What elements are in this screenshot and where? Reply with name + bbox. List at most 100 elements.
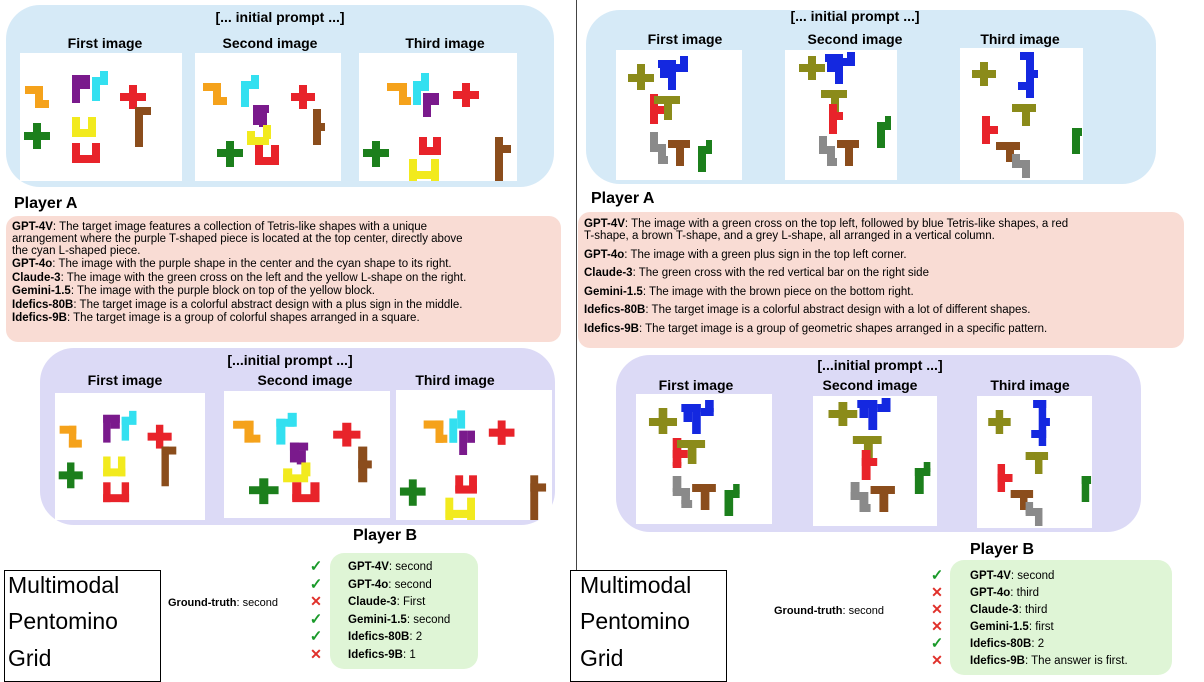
model-name: Claude-3 xyxy=(12,271,61,284)
left-bottom-image-2 xyxy=(224,391,390,518)
right-bottom-label-3: Third image xyxy=(990,377,1070,393)
left-top-image-3 xyxy=(359,53,517,181)
red-pentomino xyxy=(292,482,320,503)
answer-line: Claude-3: third xyxy=(970,604,1048,616)
purple-pentomino xyxy=(459,430,475,455)
right-bottom-image-3 xyxy=(977,396,1092,528)
red-pentomino xyxy=(147,424,172,449)
olive-pentomino xyxy=(821,90,847,112)
red-pentomino xyxy=(419,137,441,155)
blue-pentomino xyxy=(658,56,688,90)
orange-pentomino xyxy=(233,420,261,443)
model-name: GPT-4o xyxy=(12,258,53,271)
olive-pentomino xyxy=(972,62,996,86)
right-ground-truth: Ground-truth: second xyxy=(774,605,885,617)
red-pentomino xyxy=(997,464,1013,492)
left-bottom-image-3 xyxy=(396,390,552,520)
answer-line: Gemini-1.5: second xyxy=(348,613,451,626)
purple-pentomino xyxy=(289,442,309,465)
description-line: Gemini-1.5: The image with the purple bl… xyxy=(12,285,375,298)
yellow-pentomino xyxy=(409,159,439,181)
red-pentomino xyxy=(982,116,998,144)
description-line: T-shape, a brown T-shape, and a grey L-s… xyxy=(584,230,995,242)
olive-pentomino xyxy=(1012,104,1036,126)
grey-pentomino xyxy=(1025,502,1043,526)
left-top-label-1: First image xyxy=(67,35,143,51)
yellow-pentomino xyxy=(72,117,96,137)
cyan-pentomino xyxy=(121,410,137,441)
olive-pentomino xyxy=(648,408,678,434)
left-top-image-2 xyxy=(195,53,341,181)
olive-pentomino xyxy=(628,64,654,90)
left-top-label-2: Second image xyxy=(222,35,318,51)
green-pentomino xyxy=(24,123,50,149)
model-name: Idefics-9B xyxy=(12,312,67,324)
answer-line: GPT-4o: second xyxy=(348,578,432,591)
answer-line: Idefics-9B: 1 xyxy=(348,648,416,661)
left-bottom-prompt: [...initial prompt ...] xyxy=(227,352,353,368)
model-name: GPT-4V xyxy=(12,221,53,233)
brown-pentomino xyxy=(837,140,859,166)
right-bottom-label-1: First image xyxy=(658,377,734,393)
right-bottom-image-1 xyxy=(636,394,772,524)
red-pentomino xyxy=(333,422,361,447)
left-player-b-title: Player B xyxy=(353,527,418,544)
description-line: the cyan L-shaped piece. xyxy=(12,245,141,257)
green-pentomino xyxy=(399,479,426,506)
red-pentomino xyxy=(72,143,100,163)
answer-line: Claude-3: First xyxy=(348,596,426,608)
purple-pentomino xyxy=(423,93,439,117)
right-top-label-1: First image xyxy=(647,31,723,47)
right-bottom-label-2: Second image xyxy=(822,377,918,393)
check-icon: ✓ xyxy=(309,610,323,628)
red-pentomino xyxy=(672,438,688,468)
olive-pentomino xyxy=(988,410,1011,434)
right-bottom-prompt: [...initial prompt ...] xyxy=(817,357,943,373)
right-bottom-image-2 xyxy=(813,396,937,526)
answer-line: Gemini-1.5: first xyxy=(970,621,1054,633)
brown-pentomino xyxy=(313,109,325,145)
answer-line: Idefics-80B: 2 xyxy=(970,638,1045,650)
brown-pentomino xyxy=(495,137,511,181)
left-bottom-image-1 xyxy=(55,393,205,520)
blue-pentomino xyxy=(1031,400,1050,446)
red-pentomino xyxy=(455,475,477,494)
description-line: Gemini-1.5: The image with the brown pie… xyxy=(584,285,914,298)
left-bottom-label-3: Third image xyxy=(415,372,495,388)
right-top-label-3: Third image xyxy=(980,31,1060,47)
right-player-b-title: Player B xyxy=(970,541,1035,558)
cross-icon: ✕ xyxy=(931,601,943,617)
green-pentomino xyxy=(1072,128,1082,154)
grey-pentomino xyxy=(1012,154,1030,178)
left-bottom-label-1: First image xyxy=(87,372,163,388)
left-descriptions-box xyxy=(6,216,561,342)
yellow-pentomino xyxy=(247,125,271,145)
olive-pentomino xyxy=(1025,452,1049,474)
right-answers-box xyxy=(950,560,1172,675)
orange-pentomino xyxy=(203,83,227,105)
right-multimodal-box xyxy=(570,570,727,682)
red-pentomino xyxy=(650,94,664,124)
grey-pentomino xyxy=(672,476,693,508)
cyan-pentomino xyxy=(92,71,108,101)
green-pentomino xyxy=(1081,476,1092,502)
purple-pentomino xyxy=(253,105,269,127)
brown-pentomino xyxy=(668,140,690,166)
model-name: Idefics-80B xyxy=(584,304,646,316)
right-top-label-2: Second image xyxy=(807,31,903,47)
blue-pentomino xyxy=(1018,52,1038,98)
left-player-a-title: Player A xyxy=(14,195,78,212)
red-pentomino xyxy=(453,83,479,107)
model-name: Gemini-1.5 xyxy=(12,285,71,298)
check-icon: ✓ xyxy=(309,558,323,575)
right-top-prompt: [... initial prompt ...] xyxy=(790,8,920,24)
right-descriptions-box xyxy=(578,212,1184,348)
cyan-pentomino xyxy=(241,75,259,107)
left-multimodal-line-2: Pentomino xyxy=(8,608,118,634)
brown-pentomino xyxy=(135,107,151,147)
brown-pentomino xyxy=(358,446,372,483)
red-pentomino xyxy=(255,145,279,165)
red-pentomino xyxy=(291,85,315,109)
check-icon: ✓ xyxy=(930,635,944,652)
check-icon: ✓ xyxy=(309,628,323,645)
